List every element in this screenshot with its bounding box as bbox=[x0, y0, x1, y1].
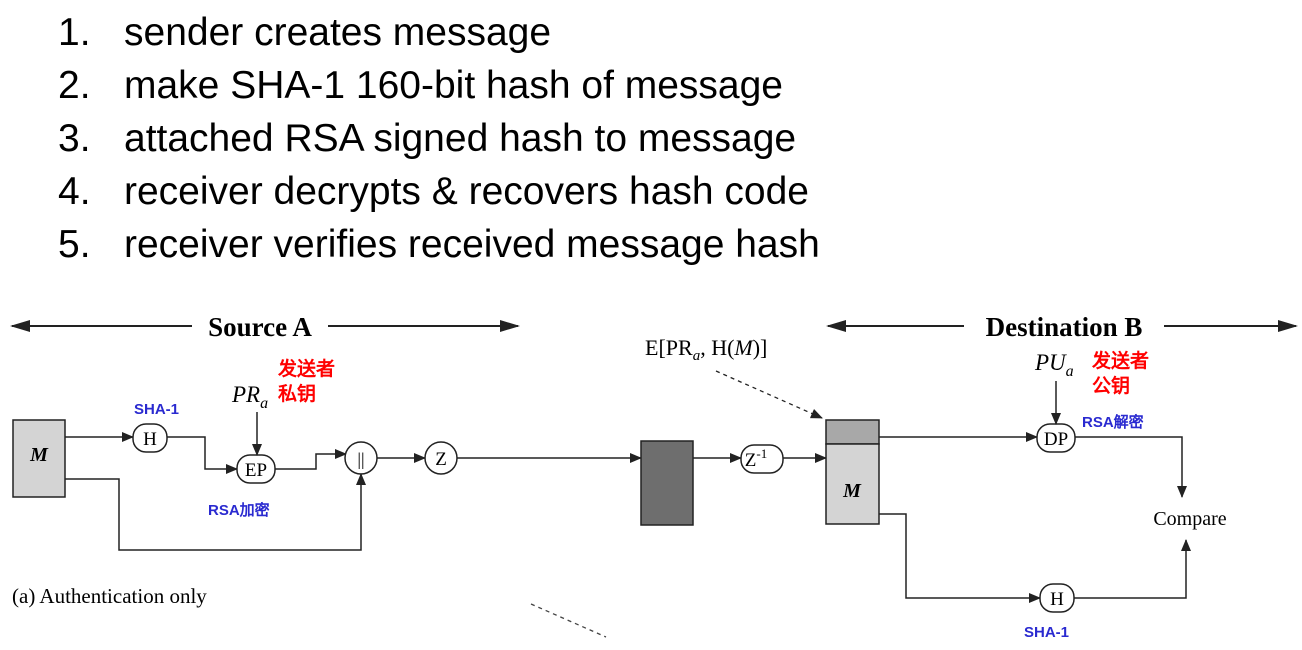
flow-message-to-dest-hash bbox=[879, 513, 1041, 603]
diagram-caption: (a) Authentication only bbox=[12, 584, 207, 608]
destination-hash-label: H bbox=[1050, 589, 1064, 610]
source-hash-label: H bbox=[143, 429, 157, 450]
sender-public-key-annotation-1: 发送者 bbox=[1091, 349, 1149, 372]
destination-message-label: M bbox=[842, 480, 862, 502]
compare-label: Compare bbox=[1153, 508, 1226, 530]
step-number: 5. bbox=[58, 223, 91, 266]
steps-list: 1. sender creates message 2. make SHA-1 16… bbox=[58, 6, 820, 271]
transmitted-message-block bbox=[640, 440, 694, 526]
source-message-box bbox=[12, 419, 66, 498]
source-label: Source A bbox=[208, 312, 312, 342]
rsa-decrypt-annotation: RSA解密 bbox=[1082, 413, 1144, 431]
sender-public-key-annotation-2: 公钥 bbox=[1092, 374, 1130, 397]
step-item: 4. receiver decrypts & recovers hash code bbox=[58, 165, 820, 218]
signature-pointer bbox=[715, 370, 823, 419]
signature-label: E[PRa, H(M)] bbox=[645, 335, 767, 364]
step-number: 4. bbox=[58, 170, 91, 213]
rsa-encrypt-annotation: RSA加密 bbox=[208, 501, 270, 519]
sha1-source-annotation: SHA-1 bbox=[134, 401, 179, 418]
step-text: receiver verifies received message hash bbox=[124, 223, 820, 266]
flow-decrypt-to-compare bbox=[1075, 436, 1187, 498]
destination-label: Destination B bbox=[986, 312, 1143, 342]
step-number: 2. bbox=[58, 64, 91, 107]
decompress-label: Z-1 bbox=[745, 446, 767, 471]
step-text: receiver decrypts & recovers hash code bbox=[124, 170, 809, 213]
encrypt-label: EP bbox=[245, 460, 267, 481]
step-text: sender creates message bbox=[124, 11, 552, 54]
step-number: 3. bbox=[58, 117, 91, 160]
decompress-node bbox=[740, 444, 784, 474]
destination-signature-box bbox=[825, 419, 880, 445]
flow-dest-hash-to-compare bbox=[1074, 539, 1191, 599]
flow-hash-to-encrypt bbox=[167, 436, 238, 474]
concat-label: || bbox=[357, 449, 364, 469]
flow-message-to-concat bbox=[65, 473, 366, 551]
sender-private-key-annotation-1: 发送者 bbox=[277, 357, 335, 380]
source-hash-node bbox=[132, 423, 168, 453]
step-number: 1. bbox=[58, 11, 91, 54]
sender-private-key-annotation-2: 私钥 bbox=[278, 382, 316, 405]
decrypt-label: DP bbox=[1044, 429, 1068, 450]
flow-encrypt-to-concat bbox=[275, 449, 347, 470]
step-item: 1. sender creates message bbox=[58, 6, 820, 59]
dashed-connector-fragment bbox=[530, 603, 607, 638]
destination-message-box bbox=[825, 443, 880, 525]
public-key-label: PUa bbox=[1034, 350, 1074, 380]
step-item: 3. attached RSA signed hash to message bbox=[58, 112, 820, 165]
step-item: 2. make SHA-1 160-bit hash of message bbox=[58, 59, 820, 112]
compress-label: Z bbox=[435, 449, 447, 470]
private-key-label: PRa bbox=[231, 382, 268, 412]
step-text: attached RSA signed hash to message bbox=[124, 117, 797, 160]
source-message-label: M bbox=[29, 444, 49, 466]
step-text: make SHA-1 160-bit hash of message bbox=[124, 64, 784, 107]
step-item: 5. receiver verifies received message has… bbox=[58, 218, 820, 271]
sha1-dest-annotation: SHA-1 bbox=[1024, 624, 1069, 641]
